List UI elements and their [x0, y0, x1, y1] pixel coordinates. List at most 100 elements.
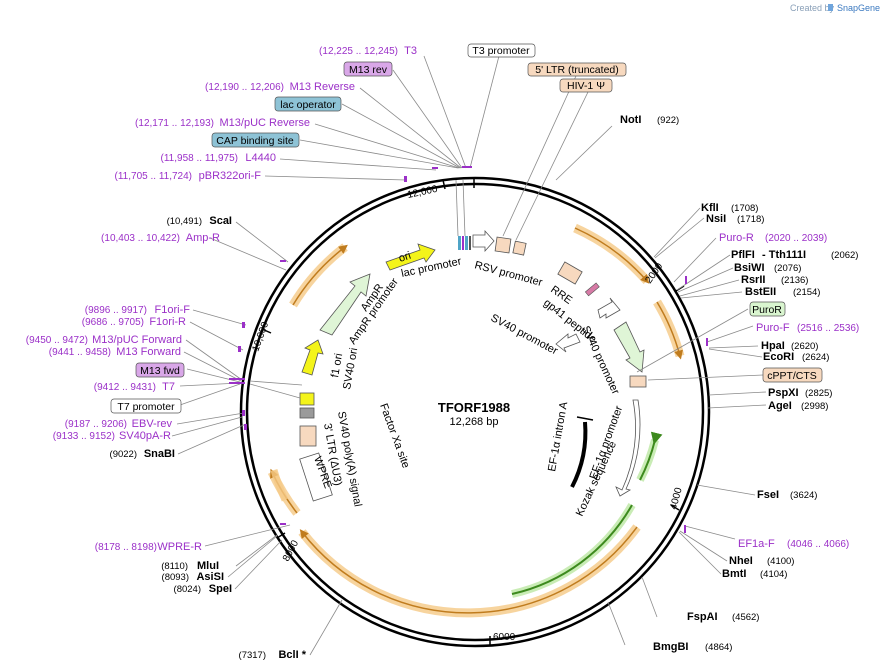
primer-name-ef1a-f: EF1a-F — [738, 538, 775, 550]
sv40-promoter-label-a: SV40 promoter — [489, 312, 560, 357]
primer-name-m13puc-forward: M13/pUC Forward — [92, 334, 182, 346]
orf-arc-3 — [298, 524, 641, 618]
primer-name-pbr322ori-f: pBR322ori-F — [199, 170, 262, 182]
primer-name-t7: T7 — [162, 381, 175, 393]
primer-name-t3: T3 — [404, 45, 417, 57]
primer-name-l4440: L4440 — [245, 152, 276, 164]
hiv-psi-box — [512, 240, 527, 256]
enzyme-pos-kfli: (1708) — [731, 203, 758, 214]
enzyme-name-pflfi: PflFI — [731, 249, 755, 261]
cap-site-mark — [465, 236, 468, 250]
enzyme-pos-bcli: (7317) — [239, 650, 266, 661]
primer-range-f1ori-r: (9686 .. 9705) — [82, 317, 144, 328]
enzyme-name-nhei: NheI — [729, 555, 753, 567]
enzyme-pos-noti: (922) — [657, 115, 679, 126]
enzyme-name-bmti: BmtI — [722, 568, 746, 580]
primer-name-ebv-rev: EBV-rev — [132, 418, 173, 430]
primer-range-wpre-r: (8178 .. 8198) — [95, 542, 157, 553]
enzyme-name-fsei: FseI — [757, 489, 779, 501]
enzyme-name-scai: ScaI — [209, 215, 232, 227]
m13-fwd-box-label: M13 fwd — [140, 365, 180, 377]
left-leader-lines — [171, 55, 467, 656]
orf-arc-1 — [573, 223, 651, 284]
orf-arc-5-line — [292, 244, 348, 306]
enzyme-pos-spei: (8024) — [174, 584, 201, 595]
enzyme-pos-asisi: (8093) — [162, 572, 189, 583]
primer-range-t3: (12,225 .. 12,245) — [319, 46, 398, 57]
left-enzyme-labels: (10,491) ScaI (9022) SnaBI (8110) MluI (… — [110, 215, 307, 661]
gp41-mark — [584, 282, 600, 297]
sv40-promoter-label-b: SV40 promoter — [579, 324, 621, 396]
t3-promoter-box-label: T3 promoter — [472, 45, 530, 57]
enzyme-pos-snabi: (9022) — [110, 449, 137, 460]
t7-promoter-box-label: T7 promoter — [117, 401, 175, 413]
sv40-promoter-arrow-b — [597, 297, 621, 319]
ef1a-intron-bar — [570, 421, 588, 488]
sv40-ori-label: SV40 ori — [341, 347, 360, 391]
backbone-inner-ring — [245, 182, 705, 642]
sv40-promoter-arrow-a — [555, 333, 581, 353]
cap-binding-site-box — [211, 132, 300, 148]
snapgene-logo-icon — [828, 4, 833, 11]
enzyme-name-noti: NotI — [620, 114, 641, 126]
enzyme-pos-agei: (2998) — [801, 401, 828, 412]
primer-name-f1ori-r: F1ori-R — [149, 316, 186, 328]
enzyme-pos-pspxi: (2825) — [805, 388, 832, 399]
primer-name-sv40pa-r: SV40pA-R — [119, 430, 171, 442]
enzyme-name-bcli: BclI * — [278, 649, 306, 661]
inner-features: ori lac promoter RSV promoter RRE gp41 p… — [299, 229, 647, 518]
primer-range-ebv-rev: (9187 .. 9206) — [65, 419, 127, 430]
puror-box-label: PuroR — [752, 304, 782, 316]
t3-promoter-box — [467, 43, 536, 58]
t3-promoter-mark — [469, 236, 471, 250]
orf-arc-3-line — [299, 526, 638, 614]
enzyme-pos-bsteii: (2154) — [793, 287, 820, 298]
ef1a-intron-label: EF-1α intron A — [546, 400, 570, 472]
enzyme-name-bsteii: BstEII — [745, 286, 776, 298]
enzyme-pos-bmgbi: (4864) — [705, 642, 732, 653]
factor-xa-label: Factor Xa site — [377, 402, 411, 470]
watermark-brand: SnapGene — [837, 3, 880, 13]
primer-range-m13puc-forward: (9450 .. 9472) — [26, 335, 88, 346]
primer-range-sv40pa-r: (9133 .. 9152) — [53, 431, 115, 442]
enzyme-name-tth111i: - Tth111I — [762, 249, 806, 261]
primer-range-puro-r: (2020 .. 2039) — [765, 233, 827, 244]
enzyme-name-spei: SpeI — [209, 583, 232, 595]
m13-fwd-box — [135, 362, 185, 378]
m13-rev-box — [343, 61, 393, 77]
plasmid-name: TFORF1988 — [438, 400, 510, 415]
inner-pointer-lines-left — [249, 179, 466, 399]
rsv-promoter-label: RSV promoter — [473, 259, 544, 289]
enzyme-name-asisi: AsiSI — [196, 571, 224, 583]
puror-box — [749, 301, 786, 317]
cppt-cts-box — [762, 367, 823, 383]
t7-promoter-box — [110, 398, 182, 414]
rre-box — [557, 261, 583, 285]
enzyme-pos-bsiwi: (2076) — [774, 263, 801, 274]
orf-arc-2-line — [656, 301, 683, 360]
primer-name-wpre-r: WPRE-R — [157, 541, 202, 553]
primer-range-l4440: (11,958 .. 11,975) — [161, 153, 238, 164]
enzyme-pos-nhei: (4100) — [767, 556, 794, 567]
ef1a-intron-cap — [576, 416, 594, 421]
plasmid-size: 12,268 bp — [450, 416, 499, 428]
enzyme-pos-bmti: (4104) — [760, 569, 787, 580]
enzyme-name-nsii: NsiI — [706, 213, 726, 225]
primer-range-f1ori-f: (9896 .. 9917) — [85, 305, 147, 316]
primer-name-m13puc-reverse: M13/pUC Reverse — [220, 117, 310, 129]
primer-range-t7: (9412 .. 9431) — [94, 382, 156, 393]
tick-label-8000: 8000 — [281, 538, 301, 563]
enzyme-pos-rsrii: (2136) — [781, 275, 808, 286]
right-leader-lines — [469, 55, 767, 646]
orf-arcs — [267, 223, 685, 618]
cppt-box — [629, 375, 647, 388]
primer-name-f1ori-f: F1ori-F — [155, 304, 191, 316]
primer-range-amp-r: (10,403 .. 10,422) — [101, 233, 180, 244]
ltr5-truncated-box-label: 5' LTR (truncated) — [535, 64, 619, 76]
primer-name-m13-reverse: M13 Reverse — [290, 81, 355, 93]
wpre-box — [299, 452, 333, 502]
ef1a-promoter-arrow — [615, 399, 641, 497]
enzyme-pos-fsei: (3624) — [790, 490, 817, 501]
ori-label: ori — [397, 250, 412, 265]
ori-arrow — [385, 243, 436, 271]
